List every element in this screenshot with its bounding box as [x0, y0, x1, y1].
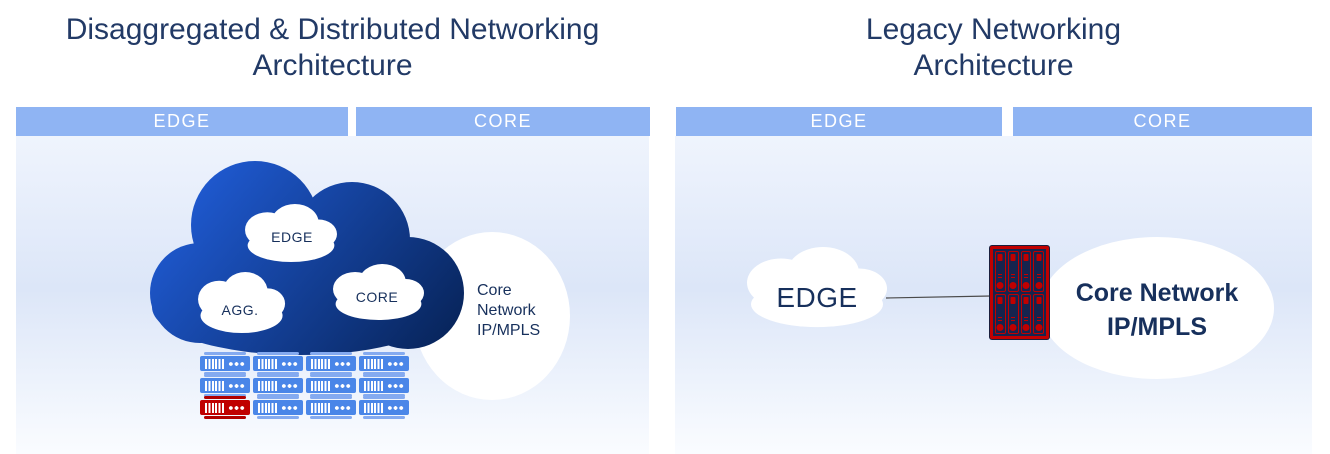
core-cloud-label: CORE [355, 289, 399, 305]
right-core-network-line1: Core Network [1075, 279, 1239, 307]
server-rack-grid [200, 352, 412, 422]
agg-cloud-label: AGG. [221, 302, 259, 318]
server-icon [359, 374, 409, 397]
right-core-network-label: Core Network IP/MPLS [1037, 276, 1277, 344]
line-card-icon [1007, 293, 1019, 334]
router-chassis-icon [990, 246, 1049, 339]
left-title-line2: Architecture [252, 49, 413, 82]
server-icon [359, 352, 409, 375]
server-icon [253, 396, 303, 419]
right-core-bar: CORE [1013, 107, 1312, 136]
right-core-network-line2: IP/MPLS [1106, 313, 1207, 341]
right-edge-bar: EDGE [676, 107, 1002, 136]
line-card-icon [995, 251, 1006, 292]
server-icon [306, 396, 356, 419]
left-core-network-line3: IP/MPLS [477, 322, 541, 339]
server-icon [253, 374, 303, 397]
line-card-icon [1033, 251, 1044, 292]
left-edge-bar: EDGE [16, 107, 348, 136]
left-core-network-line1: Core [477, 282, 512, 299]
server-icon-red [200, 396, 250, 419]
line-card-icon [995, 293, 1006, 334]
left-title-line1: Disaggregated & Distributed Networking [65, 13, 600, 46]
server-icon [306, 352, 356, 375]
edge-cloud-label: EDGE [271, 229, 313, 245]
connector-line [885, 295, 992, 299]
line-card-icon [1020, 293, 1032, 334]
left-core-network-line2: Network [477, 302, 536, 319]
server-icon [306, 374, 356, 397]
line-card-icon [1007, 251, 1019, 292]
right-panel-title: Legacy Networking Architecture [675, 12, 1312, 84]
right-title-line2: Architecture [913, 49, 1074, 82]
server-icon [200, 374, 250, 397]
server-icon [200, 352, 250, 375]
server-icon [253, 352, 303, 375]
left-core-bar: CORE [356, 107, 650, 136]
line-card-icon [1033, 293, 1044, 334]
right-title-line1: Legacy Networking [865, 13, 1122, 46]
server-icon [359, 396, 409, 419]
legacy-edge-cloud-label: EDGE [776, 282, 858, 313]
left-core-network-label: Core Network IP/MPLS [477, 281, 540, 341]
right-core-network-ellipse [1040, 237, 1274, 379]
line-card-icon [1020, 251, 1032, 292]
left-panel-title: Disaggregated & Distributed Networking A… [16, 12, 649, 84]
